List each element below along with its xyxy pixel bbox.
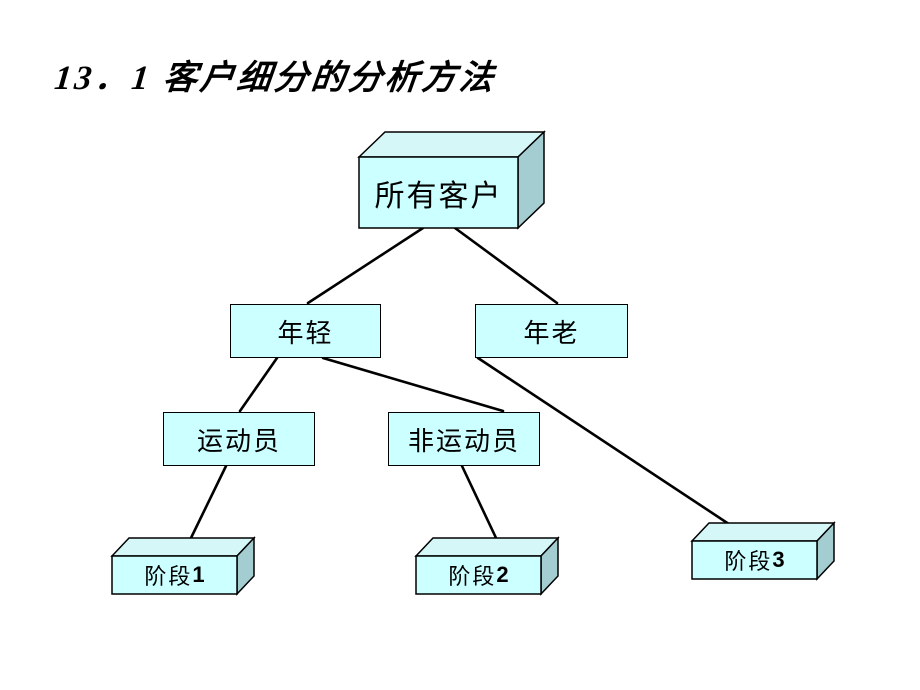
cube-top-face (690, 522, 836, 542)
cube-shape (357, 130, 546, 230)
edge-young-athlete (238, 356, 279, 413)
cube-top-face (357, 131, 546, 158)
node-athlete[interactable]: 运动员 (163, 412, 315, 466)
cube-front-face (691, 540, 818, 580)
node-old[interactable]: 年老 (475, 304, 628, 358)
node-label: 非运动员 (407, 426, 520, 456)
node-label: 所有客户 (374, 179, 503, 213)
node-label-text: 阶段 (724, 549, 773, 574)
edge-young-nonathlete (321, 356, 505, 413)
cube-top-face (110, 537, 256, 557)
node-label-text: 阶段 (144, 564, 193, 589)
node-young[interactable]: 年轻 (230, 304, 381, 358)
node-label: 年老 (523, 318, 580, 348)
cube-top-face (414, 537, 560, 557)
node-label: 运动员 (196, 426, 281, 456)
edge-root-young (306, 226, 425, 305)
cube-shape (414, 536, 560, 596)
node-all-customers[interactable]: 所有客户 (357, 130, 546, 230)
node-label: 年轻 (277, 318, 334, 348)
node-label-number: 3 (772, 547, 785, 572)
edge-athlete-stage1 (188, 464, 228, 542)
node-label-text: 阶段 (448, 564, 497, 589)
cube-front-face (358, 156, 519, 229)
node-label-number: 1 (192, 562, 205, 587)
node-label-number: 2 (496, 562, 509, 587)
cube-front-face (415, 555, 542, 595)
page-title: 13．1 客户细分的分析方法 (52, 60, 499, 97)
node-non-athlete[interactable]: 非运动员 (388, 412, 540, 466)
edge-root-old (453, 226, 559, 305)
cube-front-face (111, 555, 238, 595)
cube-shape (110, 536, 256, 596)
edge-nonathlete-stage2 (460, 464, 499, 542)
